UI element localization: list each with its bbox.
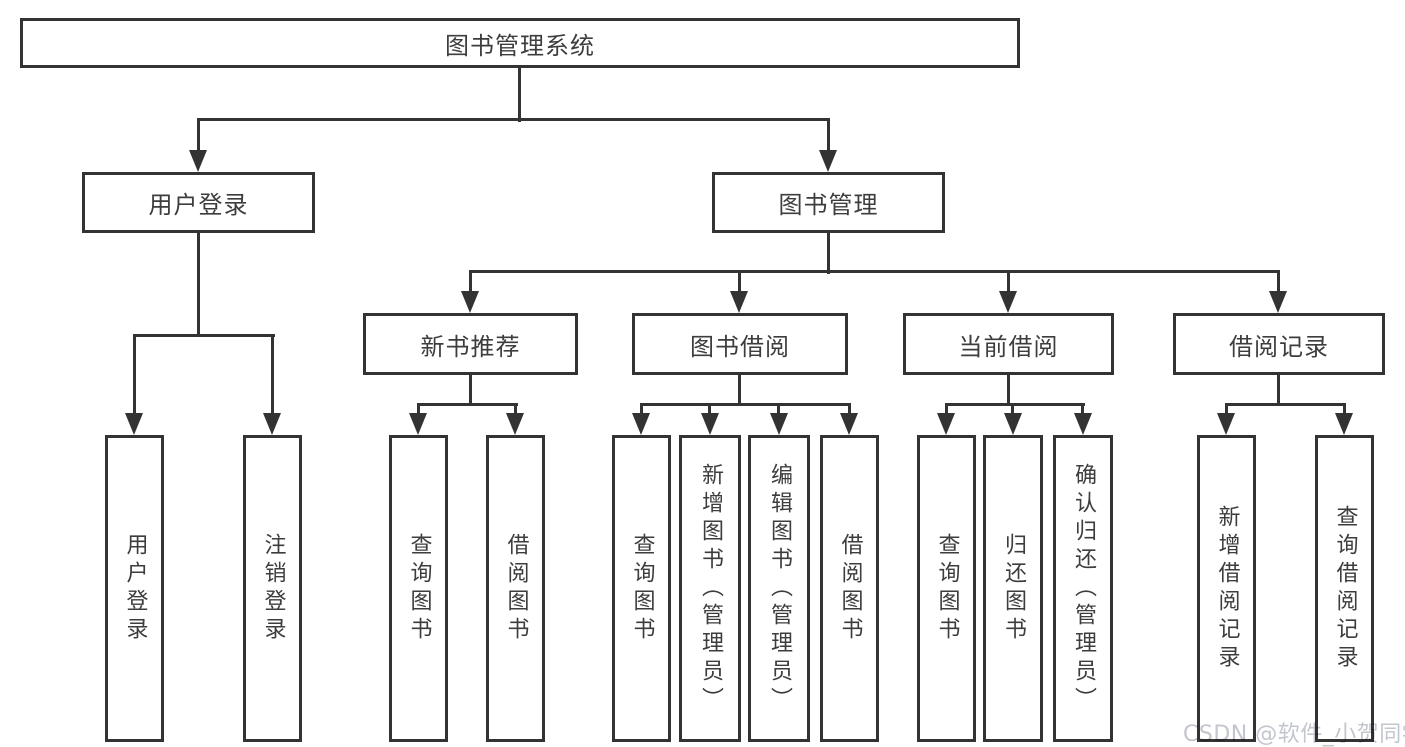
arrow-down-icon <box>937 413 955 435</box>
connector-line <box>469 375 472 406</box>
connector-line <box>708 405 711 415</box>
node-borrowing-records: 借阅记录 <box>1173 313 1385 375</box>
leaf-borrow-books-recommend: 借阅图书 <box>486 435 545 742</box>
arrow-down-icon <box>409 413 427 435</box>
node-book-borrowing: 图书借阅 <box>632 313 848 375</box>
leaf-borrow-books-borrowing: 借阅图书 <box>820 435 879 742</box>
connector-line <box>133 336 136 415</box>
arrow-down-icon <box>701 413 719 435</box>
connector-line <box>1277 375 1280 406</box>
connector-line <box>738 375 741 406</box>
connector-line <box>1225 403 1346 406</box>
connector-line <box>777 405 780 415</box>
leaf-logout: 注销登录 <box>243 435 302 742</box>
arrow-down-icon <box>1335 413 1353 435</box>
arrow-down-icon <box>632 413 650 435</box>
arrow-down-icon <box>999 291 1017 313</box>
connector-line <box>827 120 830 152</box>
connector-line <box>518 68 521 122</box>
arrow-down-icon <box>1074 413 1092 435</box>
connector-line <box>1007 272 1010 293</box>
arrow-down-icon <box>819 150 837 172</box>
connector-line <box>1225 405 1228 415</box>
connector-line <box>945 403 1085 406</box>
connector-line <box>1007 375 1010 406</box>
connector-line <box>640 403 851 406</box>
leaf-query-books-current: 查询图书 <box>917 435 976 742</box>
arrow-down-icon <box>770 413 788 435</box>
connector-line <box>1343 405 1346 415</box>
leaf-return-books: 归还图书 <box>983 435 1043 742</box>
arrow-down-icon <box>1217 413 1235 435</box>
node-library-management-system: 图书管理系统 <box>20 18 1020 68</box>
node-current-borrowing: 当前借阅 <box>903 313 1114 375</box>
leaf-query-books-recommend: 查询图书 <box>389 435 448 742</box>
connector-line <box>1011 405 1014 415</box>
arrow-down-icon <box>189 150 207 172</box>
node-book-management: 图书管理 <box>712 172 945 233</box>
node-user-login: 用户登录 <box>82 172 315 233</box>
leaf-confirm-return-admin: 确认归还（管理员） <box>1053 435 1113 742</box>
connector-line <box>417 403 518 406</box>
connector-line <box>469 270 1280 273</box>
connector-line <box>1081 405 1084 415</box>
connector-line <box>197 120 200 152</box>
connector-line <box>514 405 517 415</box>
arrow-down-icon <box>1004 413 1022 435</box>
connector-line <box>469 272 472 293</box>
leaf-add-borrow-record: 新增借阅记录 <box>1197 435 1256 742</box>
connector-line <box>197 118 830 121</box>
connector-line <box>417 405 420 415</box>
connector-line <box>738 272 741 293</box>
connector-line <box>1277 272 1280 293</box>
arrow-down-icon <box>840 413 858 435</box>
arrow-down-icon <box>461 291 479 313</box>
csdn-watermark: CSDN @软件_小贺同学 <box>1183 722 1405 747</box>
connector-line <box>848 405 851 415</box>
leaf-query-books-borrowing: 查询图书 <box>612 435 671 742</box>
leaf-user-login: 用户登录 <box>105 435 164 742</box>
arrow-down-icon <box>125 413 143 435</box>
connector-line <box>945 405 948 415</box>
arrow-down-icon <box>730 291 748 313</box>
arrow-down-icon <box>263 413 281 435</box>
connector-line <box>271 336 274 415</box>
leaf-add-book-admin: 新增图书（管理员） <box>679 435 741 742</box>
arrow-down-icon <box>506 413 524 435</box>
connector-line <box>133 334 275 337</box>
connector-line <box>827 233 830 274</box>
leaf-edit-book-admin: 编辑图书（管理员） <box>748 435 810 742</box>
arrow-down-icon <box>1269 291 1287 313</box>
connector-line <box>640 405 643 415</box>
connector-line <box>197 233 200 337</box>
node-new-book-recommend: 新书推荐 <box>363 313 578 375</box>
leaf-query-borrow-record: 查询借阅记录 <box>1315 435 1374 742</box>
